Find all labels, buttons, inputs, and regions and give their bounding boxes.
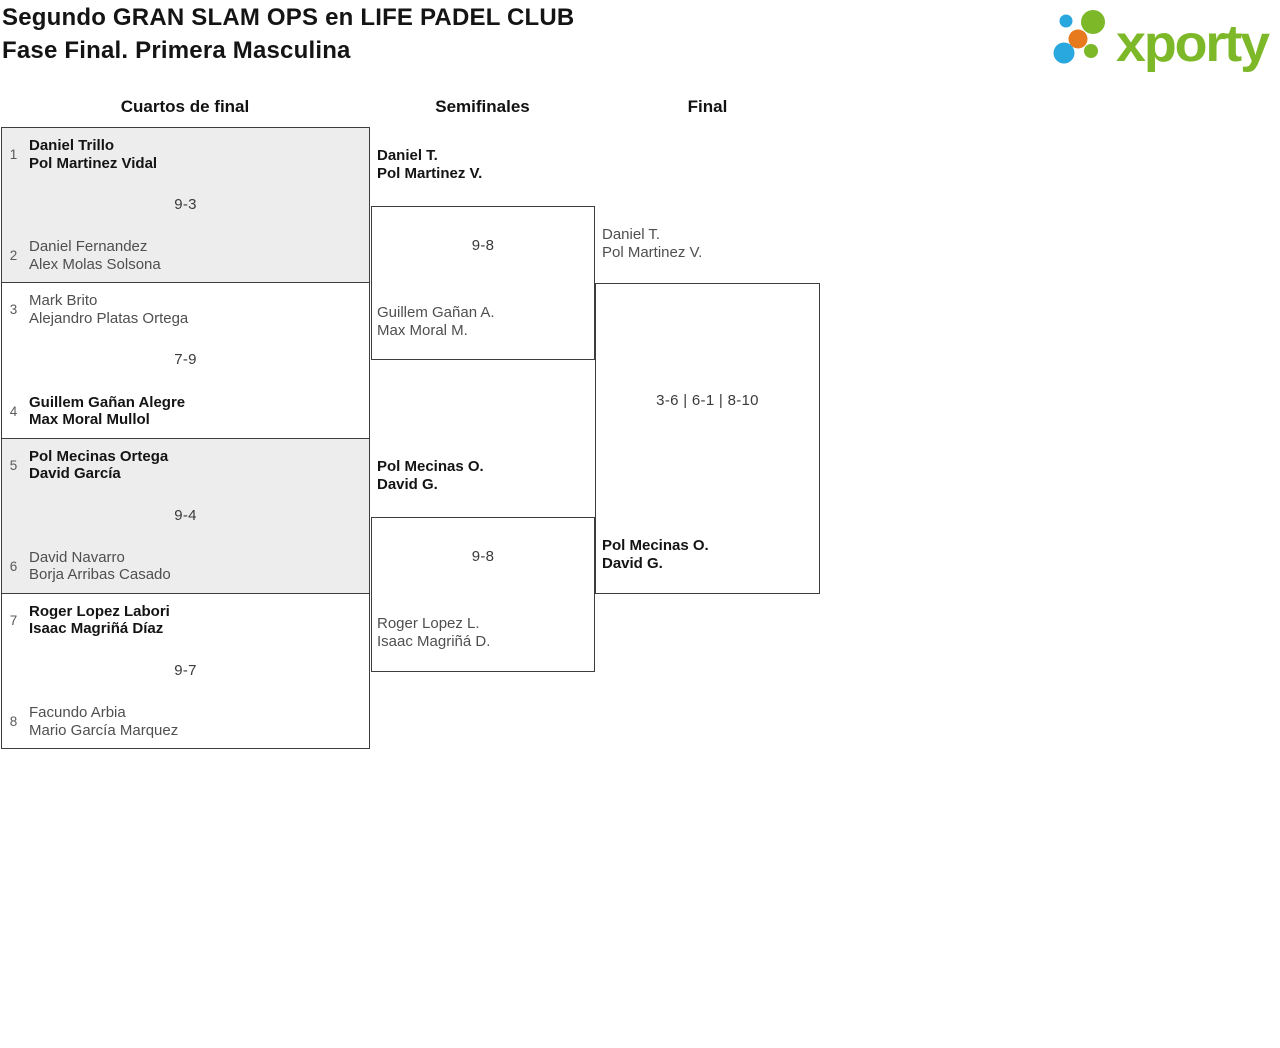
- player-name: Mark Brito: [29, 292, 98, 310]
- match-score: 9-7: [174, 661, 197, 679]
- player-name: Max Moral M.: [377, 321, 468, 339]
- team-name: Pol Mecinas Ortega David García: [29, 448, 168, 483]
- player-name: Pol Mecinas Ortega: [29, 447, 169, 465]
- team-name: Roger Lopez L. Isaac Magriñá D.: [377, 615, 490, 650]
- team-name: Mark Brito Alejandro Platas Ortega: [29, 292, 188, 327]
- player-name: Mario García Marquez: [29, 721, 179, 739]
- player-name: Roger Lopez Labori: [29, 602, 170, 620]
- page-title: Segundo GRAN SLAM OPS en LIFE PADEL CLUB…: [2, 1, 574, 67]
- seed-number: 7: [9, 612, 18, 628]
- team-name: Daniel Trillo Pol Martinez Vidal: [29, 137, 157, 172]
- player-name: Isaac Magriñá D.: [377, 632, 491, 650]
- qf-match-1: 1 Daniel Trillo Pol Martinez Vidal 9-3 2…: [2, 128, 369, 283]
- team-name: David Navarro Borja Arribas Casado: [29, 549, 171, 584]
- player-name: David G.: [377, 475, 438, 493]
- team-name: Roger Lopez Labori Isaac Magriñá Díaz: [29, 603, 170, 638]
- round-header-final: Final: [687, 97, 728, 116]
- player-name: Borja Arribas Casado: [29, 566, 171, 584]
- sf-match-1: 9-8: [371, 206, 595, 360]
- player-name: Pol Martinez V.: [602, 243, 703, 261]
- team-name: Daniel T. Pol Martinez V.: [377, 147, 482, 182]
- player-name: Guillem Gañan A.: [377, 304, 495, 321]
- page-title-line2: Fase Final. Primera Masculina: [2, 37, 351, 64]
- team-name: Guillem Gañan A. Max Moral M.: [377, 304, 495, 339]
- xporty-wordmark: xporty: [1116, 15, 1270, 73]
- player-name: Guillem Gañan Alegre: [29, 393, 186, 411]
- player-name: Roger Lopez L.: [377, 615, 480, 632]
- player-name: Alejandro Platas Ortega: [29, 309, 189, 327]
- player-name: Alex Molas Solsona: [29, 255, 161, 273]
- logo-dot-blue-large: [1053, 42, 1075, 64]
- seed-number: 1: [9, 147, 18, 162]
- player-name: David García: [29, 465, 121, 482]
- player-name: Isaac Magriñá Díaz: [29, 620, 164, 638]
- team-name: Pol Mecinas O. David G.: [377, 458, 484, 493]
- seed-number: 6: [9, 558, 18, 574]
- team-name: Daniel Fernandez Alex Molas Solsona: [29, 238, 161, 273]
- player-name: Pol Mecinas O.: [377, 458, 484, 475]
- match-score: 9-4: [174, 506, 197, 524]
- seed-number: 3: [9, 302, 18, 318]
- sf-match-2: 9-8: [371, 517, 595, 672]
- seed-number: 2: [9, 248, 18, 264]
- seed-number: 8: [9, 714, 18, 729]
- player-name: Pol Martinez Vidal: [29, 154, 158, 172]
- player-name: Pol Mecinas O.: [602, 537, 709, 554]
- match-score: 9-3: [174, 196, 197, 214]
- round-header-semifinals: Semifinales: [435, 97, 530, 116]
- qf-match-3: 5 Pol Mecinas Ortega David García 9-4 6 …: [2, 437, 369, 593]
- qf-match-2: 3 Mark Brito Alejandro Platas Ortega 7-9…: [2, 282, 369, 438]
- team-name: Facundo Arbia Mario García Marquez: [29, 704, 178, 739]
- player-name: Max Moral Mullol: [29, 411, 150, 428]
- match-score: 7-9: [174, 351, 197, 369]
- xporty-logo-mark: xporty: [1053, 10, 1272, 73]
- player-name: Pol Martinez V.: [377, 164, 483, 182]
- match-score: 3-6 | 6-1 | 8-10: [656, 392, 759, 409]
- seed-number: 5: [9, 457, 18, 473]
- final-match: 3-6 | 6-1 | 8-10: [595, 283, 820, 594]
- player-name: Daniel Fernandez: [29, 238, 148, 256]
- player-name: Daniel T.: [377, 147, 438, 164]
- xporty-logo[interactable]: xporty: [1048, 4, 1276, 76]
- round-header-quarterfinals: Cuartos de final: [120, 97, 250, 116]
- logo-dot-green-large: [1081, 10, 1105, 34]
- player-name: Facundo Arbia: [29, 704, 126, 721]
- team-name: Pol Mecinas O. David G.: [602, 537, 709, 572]
- seed-number: 4: [9, 403, 18, 419]
- logo-dot-green-small: [1084, 44, 1098, 58]
- quarterfinals-column: 1 Daniel Trillo Pol Martinez Vidal 9-3 2…: [1, 127, 370, 749]
- player-name: Daniel T.: [602, 226, 661, 243]
- team-name: Guillem Gañan Alegre Max Moral Mullol: [29, 394, 185, 429]
- match-score: 9-8: [471, 237, 495, 254]
- match-score: 9-8: [471, 548, 495, 565]
- player-name: David Navarro: [29, 548, 125, 566]
- player-name: David G.: [602, 554, 663, 572]
- qf-match-4: 7 Roger Lopez Labori Isaac Magriñá Díaz …: [2, 592, 369, 748]
- page-title-line1: Segundo GRAN SLAM OPS en LIFE PADEL CLUB: [2, 4, 575, 31]
- logo-dot-blue-small: [1059, 14, 1073, 28]
- team-name: Daniel T. Pol Martinez V.: [602, 226, 702, 261]
- logo-dot-orange: [1068, 29, 1088, 49]
- player-name: Daniel Trillo: [29, 137, 115, 154]
